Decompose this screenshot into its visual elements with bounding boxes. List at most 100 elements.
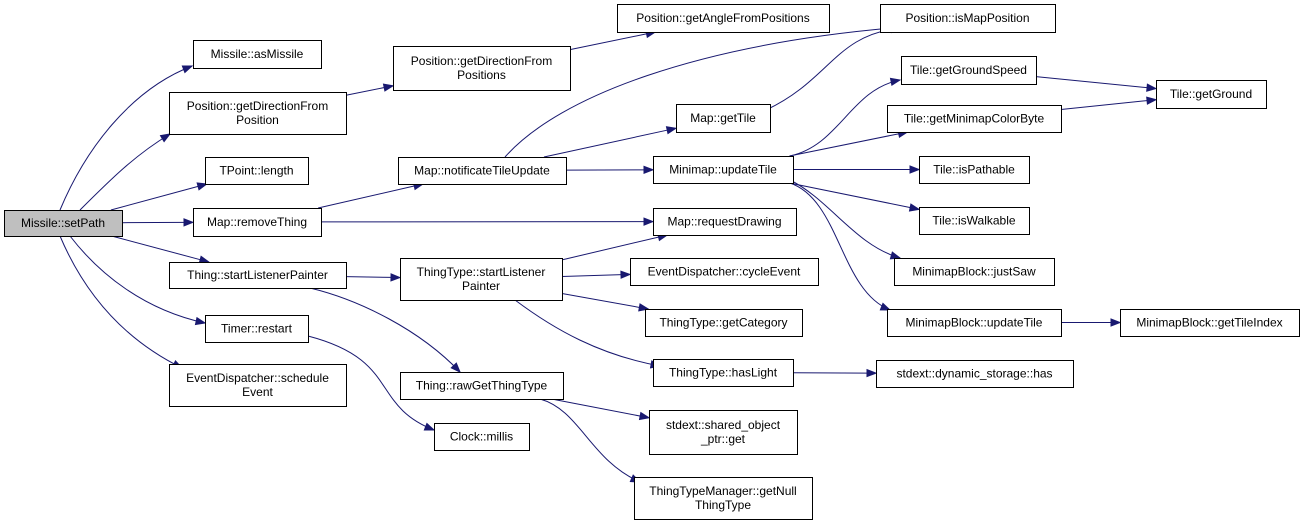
edge-thing-rawgetthingtype-to-thingtypemanager-getnullthingtype xyxy=(539,398,641,483)
node-box xyxy=(876,360,1074,388)
node-label: Positions xyxy=(457,68,506,82)
node-position-getanglefrompositions[interactable]: Position::getAngleFromPositions xyxy=(617,4,830,33)
node-minimapblock-updatetile[interactable]: MinimapBlock::updateTile xyxy=(887,309,1062,337)
node-label: Thing::startListenerPainter xyxy=(187,268,328,282)
node-thingtype-startlistenerpainter[interactable]: ThingType::startListenerPainter xyxy=(400,258,563,301)
edge-missile-setpath-to-map-removething-arrowhead xyxy=(183,218,195,227)
node-label: Map::notificateTileUpdate xyxy=(414,164,550,178)
node-label: MinimapBlock::updateTile xyxy=(906,316,1043,330)
node-eventdispatcher-cycleevent[interactable]: EventDispatcher::cycleEvent xyxy=(630,258,819,286)
node-label: Position::getAngleFromPositions xyxy=(636,11,809,25)
edge-missile-setpath-to-position-getdirection-arrowhead xyxy=(159,133,172,143)
edge-timer-restart-to-clock-millis xyxy=(307,335,435,431)
node-box xyxy=(193,40,322,69)
node-map-notificatetileupdate[interactable]: Map::notificateTileUpdate xyxy=(398,157,567,185)
node-tile-getgroundspeed[interactable]: Tile::getGroundSpeed xyxy=(901,56,1037,85)
edge-minimap-updatetile-to-tile-iswalkable-arrowhead xyxy=(908,203,921,212)
edge-thingtype-startlistenerpainter-to-thingtype-haslight xyxy=(514,299,661,367)
node-thing-startlistenerpainter[interactable]: Thing::startListenerPainter xyxy=(169,262,347,289)
node-clock-millis[interactable]: Clock::millis xyxy=(434,423,530,451)
node-missile-setpath[interactable]: Missile::setPath xyxy=(4,210,123,237)
node-label: ThingType::hasLight xyxy=(669,366,778,380)
node-box xyxy=(205,315,309,343)
node-tile-iswalkable[interactable]: Tile::isWalkable xyxy=(919,207,1030,235)
node-map-requestdrawing[interactable]: Map::requestDrawing xyxy=(653,208,797,236)
node-box xyxy=(887,309,1062,337)
node-tpoint-length[interactable]: TPoint::length xyxy=(205,157,309,185)
node-label: ThingType xyxy=(695,498,751,512)
node-label: Map::requestDrawing xyxy=(667,215,781,229)
node-box xyxy=(169,92,347,135)
node-missile-asmissile[interactable]: Missile::asMissile xyxy=(193,40,322,69)
node-label: EventDispatcher::cycleEvent xyxy=(648,265,801,279)
node-label: ThingTypeManager::getNull xyxy=(649,484,796,498)
edge-thingtype-startlistenerpainter-to-eventdispatcher-cycleevent-arrowhead xyxy=(620,270,632,279)
node-label: _ptr::get xyxy=(700,432,746,446)
node-label: Tile::getGround xyxy=(1170,87,1252,101)
node-map-removething[interactable]: Map::removeThing xyxy=(193,208,322,237)
node-label: Event xyxy=(242,385,273,399)
node-label: MinimapBlock::getTileIndex xyxy=(1136,316,1282,330)
node-box xyxy=(398,157,567,185)
node-box xyxy=(1120,309,1300,337)
edge-thingtype-startlistenerpainter-to-eventdispatcher-cycleevent xyxy=(561,274,623,277)
node-label: Thing::rawGetThingType xyxy=(416,379,548,393)
node-label: Position::getDirectionFrom xyxy=(187,99,328,113)
edge-position-getdirection-to-position-getdirection-positions-arrowhead xyxy=(382,83,395,92)
edge-thingtype-startlistenerpainter-to-map-requestdrawing xyxy=(561,236,660,261)
node-minimap-updatetile[interactable]: Minimap::updateTile xyxy=(653,156,794,184)
edge-missile-setpath-to-thing-startlistenerpainter xyxy=(111,235,202,261)
node-box xyxy=(919,156,1030,184)
node-label: Tile::getGroundSpeed xyxy=(910,63,1027,77)
edge-missile-setpath-to-position-getdirection xyxy=(79,133,171,211)
edge-minimap-updatetile-to-tile-ispathable-arrowhead xyxy=(909,165,921,174)
edge-thing-startlistenerpainter-to-thing-rawgetthingtype-arrowhead xyxy=(450,362,461,373)
edge-minimap-updatetile-to-tile-getgroundspeed-arrowhead xyxy=(889,77,902,87)
node-thingtype-getcategory[interactable]: ThingType::getCategory xyxy=(645,309,803,337)
node-box xyxy=(630,258,819,286)
node-label: Tile::isWalkable xyxy=(932,214,1015,228)
edge-position-getdirection-positions-to-position-getanglefrompositions xyxy=(569,33,648,51)
node-box xyxy=(887,105,1062,133)
edge-missile-setpath-to-missile-asmissile xyxy=(59,65,193,211)
node-stdext-sharedobjectptr-get[interactable]: stdext::shared_object_ptr::get xyxy=(649,410,798,455)
edge-minimap-updatetile-to-tile-getgroundspeed xyxy=(789,79,901,157)
edge-thing-startlistenerpainter-to-thing-rawgetthingtype xyxy=(309,287,461,373)
node-label: Map::removeThing xyxy=(207,215,307,229)
node-box xyxy=(634,477,813,520)
node-stdext-dynamicstorage-has[interactable]: stdext::dynamic_storage::has xyxy=(876,360,1074,388)
node-position-ismapposition[interactable]: Position::isMapPosition xyxy=(880,4,1056,33)
node-label: Clock::millis xyxy=(450,430,513,444)
edge-map-notificatetileupdate-to-map-gettile-arrowhead xyxy=(665,126,678,135)
node-minimapblock-gettileindex[interactable]: MinimapBlock::getTileIndex xyxy=(1120,309,1300,337)
edge-missile-setpath-to-timer-restart xyxy=(69,235,206,324)
edge-minimap-updatetile-to-tile-getminimapcolorbyte xyxy=(789,133,900,157)
call-graph-edges xyxy=(59,24,1158,483)
call-graph-nodes: Missile::setPathMissile::asMissilePositi… xyxy=(4,4,1300,520)
edge-tile-getminimapcolorbyte-to-tile-getground xyxy=(1060,100,1149,111)
node-box xyxy=(1156,80,1267,109)
node-thing-rawgetthingtype[interactable]: Thing::rawGetThingType xyxy=(400,372,564,400)
node-thingtype-haslight[interactable]: ThingType::hasLight xyxy=(653,359,794,387)
edge-timer-restart-to-clock-millis-arrowhead xyxy=(423,422,436,431)
node-label: TPoint::length xyxy=(219,164,293,178)
node-tile-ispathable[interactable]: Tile::isPathable xyxy=(919,156,1030,184)
edge-missile-setpath-to-missile-asmissile-arrowhead xyxy=(181,65,194,74)
node-map-gettile[interactable]: Map::getTile xyxy=(676,104,771,133)
node-tile-getground[interactable]: Tile::getGround xyxy=(1156,80,1267,109)
node-minimapblock-justsaw[interactable]: MinimapBlock::justSaw xyxy=(894,258,1055,286)
node-timer-restart[interactable]: Timer::restart xyxy=(205,315,309,343)
edge-position-getdirection-to-position-getdirection-positions xyxy=(345,86,386,96)
node-box xyxy=(169,262,347,289)
edge-thing-startlistenerpainter-to-thingtype-startlistenerpainter xyxy=(345,276,393,278)
node-box xyxy=(653,208,797,236)
node-box xyxy=(400,372,564,400)
node-label: ThingType::getCategory xyxy=(659,316,787,330)
node-tile-getminimapcolorbyte[interactable]: Tile::getMinimapColorByte xyxy=(887,105,1062,133)
edge-map-notificatetileupdate-to-map-gettile xyxy=(543,129,669,158)
